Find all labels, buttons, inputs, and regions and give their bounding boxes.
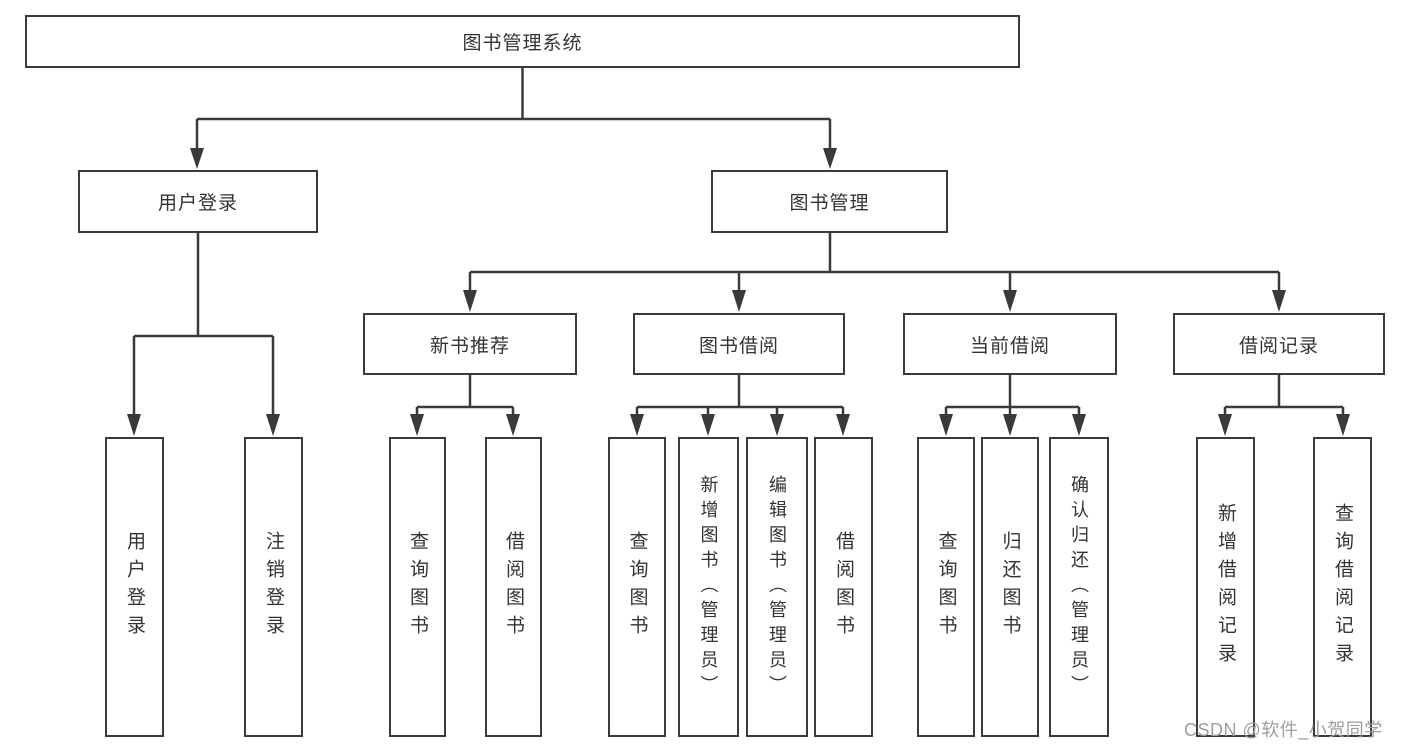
node-new-book-recommend: 新书推荐 xyxy=(363,313,577,375)
leaf-confirm-return-admin: 确认归还（管理员） xyxy=(1049,437,1109,737)
arrowheads xyxy=(127,148,1350,436)
leaf-query-books-current: 查询图书 xyxy=(917,437,975,737)
leaf-query-books-borrowing: 查询图书 xyxy=(608,437,666,737)
csdn-watermark: CSDN @软件_小贺同学 xyxy=(1184,720,1383,740)
node-user-login: 用户登录 xyxy=(78,170,318,233)
leaf-borrow-books-recommend: 借阅图书 xyxy=(485,437,542,737)
node-library-management-system: 图书管理系统 xyxy=(25,15,1020,68)
leaf-logout: 注销登录 xyxy=(244,437,303,737)
leaf-query-books-recommend: 查询图书 xyxy=(389,437,446,737)
leaf-query-borrow-record: 查询借阅记录 xyxy=(1313,437,1372,737)
leaf-return-book: 归还图书 xyxy=(981,437,1039,737)
node-book-borrowing: 图书借阅 xyxy=(633,313,845,375)
node-book-management: 图书管理 xyxy=(711,170,948,233)
leaf-edit-book-admin: 编辑图书（管理员） xyxy=(746,437,808,737)
node-current-borrowing: 当前借阅 xyxy=(903,313,1117,375)
node-borrowing-records: 借阅记录 xyxy=(1173,313,1385,375)
leaf-add-borrow-record: 新增借阅记录 xyxy=(1196,437,1255,737)
leaf-add-book-admin: 新增图书（管理员） xyxy=(678,437,739,737)
leaf-user-login: 用户登录 xyxy=(105,437,164,737)
leaf-borrow-books-borrowing: 借阅图书 xyxy=(814,437,873,737)
